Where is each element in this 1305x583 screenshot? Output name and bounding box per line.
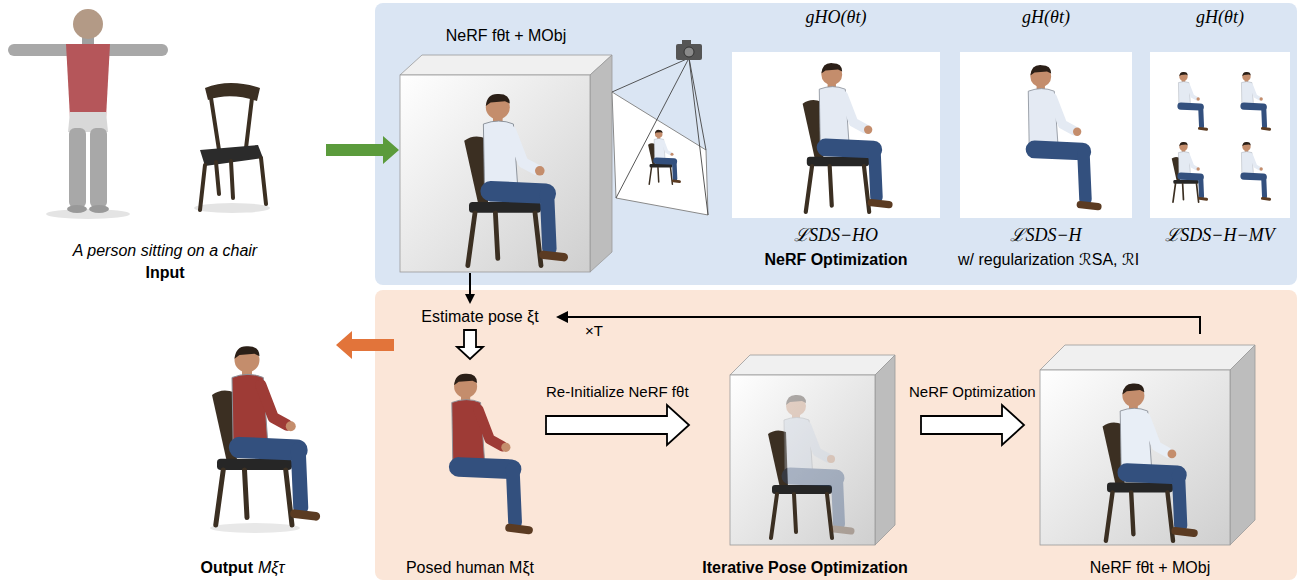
posed-human-box: Posed human Mξt (395, 360, 545, 578)
node-text: NeRF fθt + MObj (1090, 558, 1210, 578)
node-text: gH(θt) (1022, 6, 1070, 29)
tpose-figure (8, 9, 168, 219)
hollow-arrow-shape (546, 405, 689, 445)
regularization-note: w/ regularization ℛSA, ℛI (958, 250, 1278, 270)
edge-label: Re-Initialize NeRF fθt (546, 383, 689, 402)
optimized-cube (1040, 345, 1255, 545)
reinit-cube-box: Iterative Pose Optimization (690, 345, 920, 578)
hollow-arrow (921, 405, 1024, 445)
arrow-head (556, 311, 568, 323)
loop-line (566, 317, 1200, 334)
optimization-panel (375, 3, 1297, 285)
posed-human-figure (452, 374, 529, 530)
loop-arrow (556, 311, 1200, 334)
node-text: Estimate pose ξt (421, 307, 538, 327)
output-arrow-shape (336, 331, 394, 359)
flow-arrow (465, 273, 475, 304)
edge-label: ×T (585, 322, 603, 341)
node-subtext: Mξτ (258, 558, 284, 578)
pose-estimate-step: Estimate pose ξt (405, 305, 555, 329)
arrow-head (465, 294, 475, 304)
hollow-arrow-shape (457, 330, 483, 359)
output-figure (210, 346, 316, 533)
node-subtext: Input (145, 263, 184, 283)
chair-figure (194, 83, 270, 213)
optimized-cube-box: NeRF fθt + MObj (1025, 335, 1275, 578)
input-arrow-shape (326, 136, 399, 164)
node-text: gH(θt) (1196, 6, 1244, 29)
render-image-box: gH(θt) ℒSDS−H (960, 6, 1132, 246)
node-text: Output (201, 558, 253, 578)
pose-panel (375, 290, 1297, 580)
node-subtext: ℒSDS−H−MV (1165, 224, 1274, 247)
flow-line (469, 273, 471, 296)
output-arrow (336, 331, 394, 359)
edge-label: NeRF Optimization (909, 383, 1036, 402)
reinit-cube (730, 355, 895, 545)
hollow-arrow-shape (921, 405, 1024, 445)
render-images (732, 52, 1290, 218)
input-group: A person sitting on a chairInput (5, 5, 325, 283)
node-text: A person sitting on a chair (73, 241, 257, 261)
hollow-arrow (457, 330, 483, 359)
node-subtext: ℒSDS−H (1010, 224, 1081, 247)
nerf-cube (400, 55, 612, 272)
hollow-arrow (546, 405, 689, 445)
node-text: Iterative Pose Optimization (702, 558, 907, 578)
nerf-cube-box: NeRF fθt + MObj (400, 26, 612, 272)
node-subtext: ℒSDS−HO (794, 224, 878, 247)
output-group: OutputMξτ (150, 300, 335, 578)
node-text: NeRF fθt + MObj (446, 26, 566, 46)
input-arrow (326, 136, 399, 164)
node-text: Posed human Mξt (406, 558, 534, 578)
render-image-box: gH(θt) ℒSDS−H−MV (1150, 6, 1290, 246)
stage-title: NeRF Optimization (732, 250, 940, 270)
camera-projection (612, 40, 708, 215)
node-text: gHO(θt) (806, 6, 867, 29)
render-image-box: gHO(θt) ℒSDS−HO (732, 6, 940, 246)
